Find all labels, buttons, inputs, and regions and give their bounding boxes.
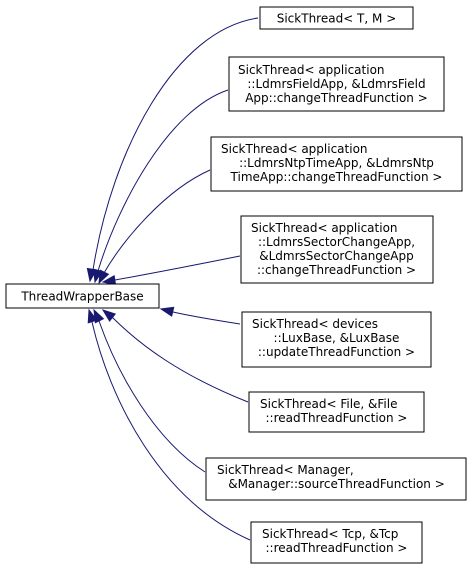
inheritance-arrowhead — [98, 269, 110, 285]
node-label-line: App::changeThreadFunction > — [245, 91, 428, 105]
inheritance-arrowhead — [159, 306, 175, 317]
inheritance-edge — [92, 17, 259, 271]
node-label-line: ::changeThreadFunction > — [257, 263, 416, 277]
inheritance-edge — [91, 321, 251, 541]
inheritance-edge — [114, 255, 241, 281]
node-sickthread-luxbase[interactable]: SickThread< devices ::LuxBase, &LuxBase … — [241, 311, 432, 368]
node-box — [248, 391, 425, 433]
node-label-line: SickThread< T, M > — [277, 12, 397, 26]
node-label-line: ::LuxBase, &LuxBase — [274, 331, 400, 345]
node-box — [241, 311, 432, 368]
inheritance-edge — [97, 89, 229, 272]
node-label-line: ::readThreadFunction > — [266, 541, 408, 555]
node-sickthread-tcp[interactable]: SickThread< Tcp, &Tcp ::readThreadFuncti… — [250, 521, 423, 564]
node-label-line: SickThread< File, &File — [260, 397, 397, 411]
inheritance-arrowhead — [87, 308, 98, 324]
inheritance-edge — [172, 311, 241, 325]
node-sickthread-manager[interactable]: SickThread< Manager, &Manager::sourceThr… — [205, 457, 467, 501]
node-box — [205, 457, 467, 501]
inheritance-arrowhead — [101, 274, 117, 286]
inheritance-edge — [98, 320, 206, 473]
node-box — [259, 6, 414, 30]
node-label: ThreadWrapperBase — [20, 290, 143, 304]
node-label-line: ::LdmrsNtpTimeApp, &LdmrsNtp — [239, 156, 434, 170]
node-box — [5, 283, 160, 309]
node-label-line: SickThread< Tcp, &Tcp — [262, 527, 398, 541]
inheritance-edge — [103, 169, 211, 274]
node-sickthread-t-m[interactable]: SickThread< T, M > — [259, 6, 414, 30]
node-threadwrapperbase[interactable]: ThreadWrapperBase — [5, 283, 160, 309]
node-label-line: SickThread< application — [238, 63, 385, 77]
node-sickthread-file[interactable]: SickThread< File, &File ::readThreadFunc… — [248, 391, 425, 433]
node-box — [228, 56, 445, 112]
node-label-line: SickThread< application — [251, 221, 398, 235]
node-label-line: &Manager::sourceThreadFunction > — [228, 477, 445, 491]
node-box — [240, 215, 434, 284]
node-label-line: ::LdmrsFieldApp, &LdmrsField — [247, 77, 425, 91]
node-label-line: SickThread< application — [221, 142, 368, 156]
node-label-line: ::LdmrsSectorChangeApp, — [258, 235, 415, 249]
node-sickthread-ldmrsntptimeapp[interactable]: SickThread< application ::LdmrsNtpTimeAp… — [210, 136, 463, 192]
node-label-line: SickThread< devices — [252, 317, 378, 331]
node-label-line: SickThread< Manager, — [217, 463, 354, 477]
node-sickthread-ldmrsfieldapp[interactable]: SickThread< application ::LdmrsFieldApp,… — [228, 56, 445, 112]
node-label-line: ::readThreadFunction > — [266, 411, 408, 425]
node-label-line: TimeApp::changeThreadFunction > — [230, 170, 443, 184]
node-box — [210, 136, 463, 192]
node-box — [250, 521, 423, 564]
node-label-line: ::updateThreadFunction > — [258, 345, 415, 359]
node-label-line: &LdmrsSectorChangeApp — [259, 249, 414, 263]
inheritance-edges — [86, 17, 259, 541]
inheritance-edge — [111, 316, 249, 403]
node-sickthread-ldmrssectorchangeapp[interactable]: SickThread< application ::LdmrsSectorCha… — [240, 215, 434, 284]
inheritance-arrowhead — [101, 309, 117, 322]
